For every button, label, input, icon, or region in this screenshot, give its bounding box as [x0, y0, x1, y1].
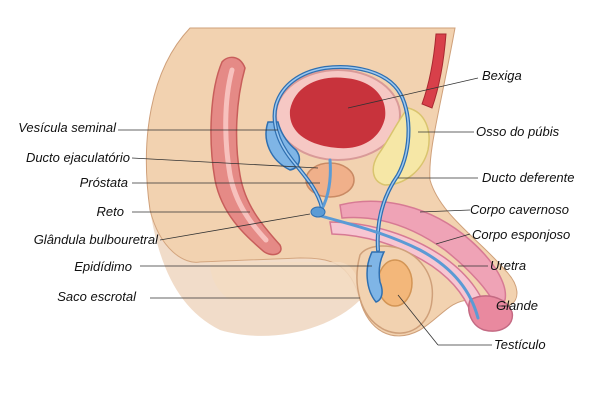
glans: [468, 295, 514, 332]
label-prostata: Próstata: [79, 175, 128, 190]
leader-corpo-cavernoso: [419, 209, 471, 213]
label-osso-do-pubis: Osso do púbis: [476, 124, 560, 139]
label-reto: Reto: [96, 204, 124, 219]
testis: [377, 259, 413, 307]
label-ducto-deferente: Ducto deferente: [482, 170, 575, 185]
thigh: [210, 262, 360, 300]
label-corpo-cavernoso: Corpo cavernoso: [470, 202, 569, 217]
pubic-bone: [372, 107, 430, 186]
leader-testiculo: [397, 294, 439, 346]
epididymis: [366, 251, 386, 303]
label-corpo-esponjoso: Corpo esponjoso: [472, 227, 571, 242]
label-epididimo: Epidídimo: [74, 259, 132, 274]
vas-deferens-inner: [273, 66, 410, 251]
rectum-lumen: [223, 67, 269, 243]
label-vesicula-seminal: Vesícula seminal: [18, 120, 116, 135]
label-saco-escrotal: Saco escrotal: [57, 289, 136, 304]
bulbourethral-gland: [310, 206, 326, 218]
label-glande: Glande: [496, 298, 538, 313]
bladder-lumen: [289, 77, 386, 149]
leader-glandula-bulbouretral: [159, 213, 311, 241]
label-ducto-ejaculatorio: Ducto ejaculatório: [25, 150, 130, 165]
leader-ducto-ejaculatorio: [131, 157, 319, 169]
label-testiculo: Testículo: [494, 337, 546, 352]
label-glandula-bulbouretral: Glândula bulbouretral: [33, 232, 158, 247]
label-bexiga: Bexiga: [482, 68, 522, 83]
corpus-cavernosum: [339, 200, 507, 307]
leader-corpo-esponjoso: [435, 233, 471, 245]
urethra: [315, 158, 480, 320]
leader-bexiga: [347, 77, 479, 109]
label-uretra: Uretra: [490, 258, 527, 273]
